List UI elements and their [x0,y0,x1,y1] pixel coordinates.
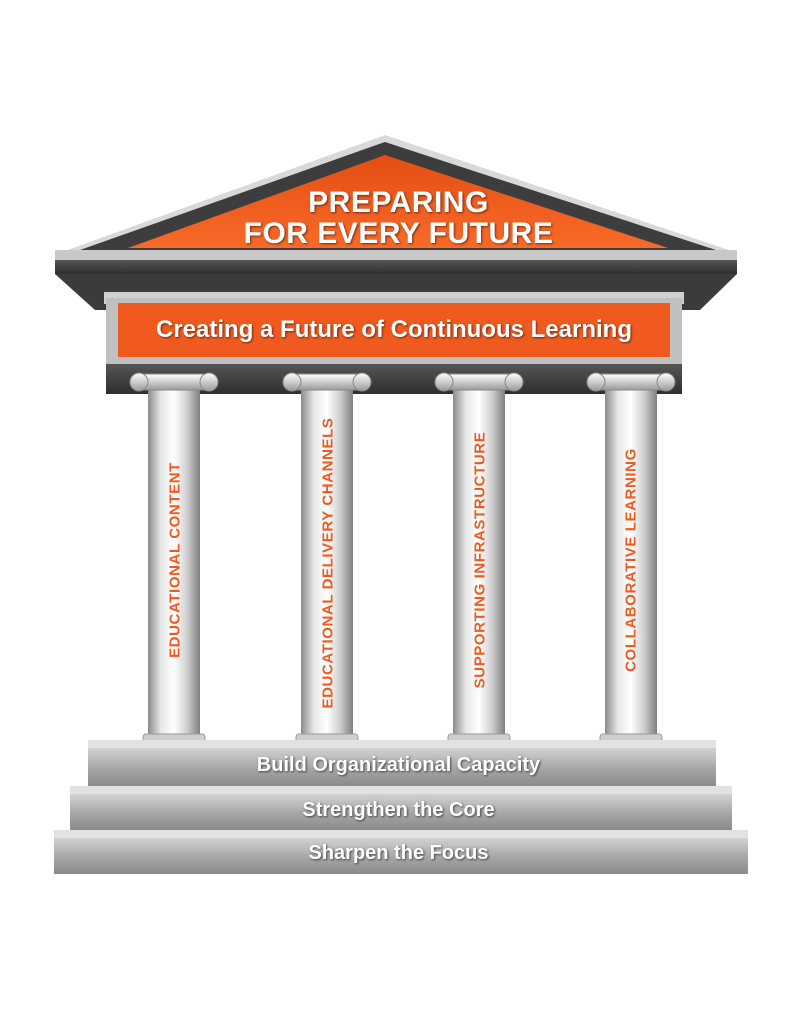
roof-title-line-2: FOR EVERY FUTURE [243,217,554,250]
step-label-strengthen-core: Strengthen the Core [302,799,495,821]
frieze-label: Creating a Future of Continuous Learning [156,316,632,343]
pillar-label-delivery-channels: EDUCATIONAL DELIVERY CHANNELS [319,417,337,709]
steps [54,740,748,874]
column-4 [586,372,676,743]
pediment [62,135,735,252]
step-label-sharpen-focus: Sharpen the Focus [308,842,489,864]
pillar-label-educational-content: EDUCATIONAL CONTENT [166,462,184,658]
pillar-label-collaborative-learning: COLLABORATIVE LEARNING [622,448,640,672]
column-2 [282,372,372,743]
column-3 [434,372,524,743]
roof-title-line-1: PREPARING [308,186,489,219]
step-label-build-capacity: Build Organizational Capacity [256,754,541,776]
frieze [106,298,682,394]
pillar-label-supporting-infrastructure: SUPPORTING INFRASTRUCTURE [471,431,489,689]
